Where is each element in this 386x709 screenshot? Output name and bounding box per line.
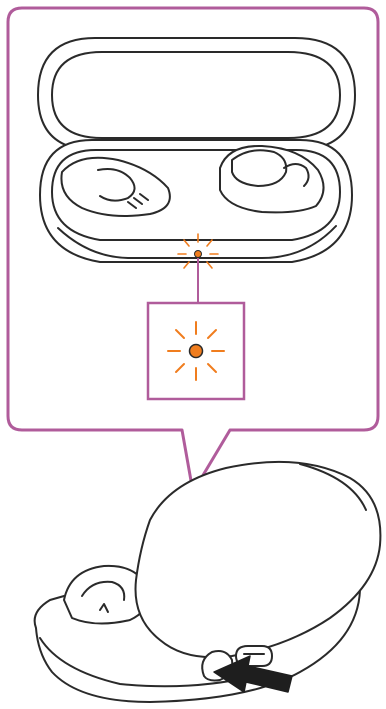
closed-case-illustration <box>35 462 381 702</box>
indicator-lamp-zoom <box>168 322 224 380</box>
open-case-illustration <box>38 38 355 262</box>
